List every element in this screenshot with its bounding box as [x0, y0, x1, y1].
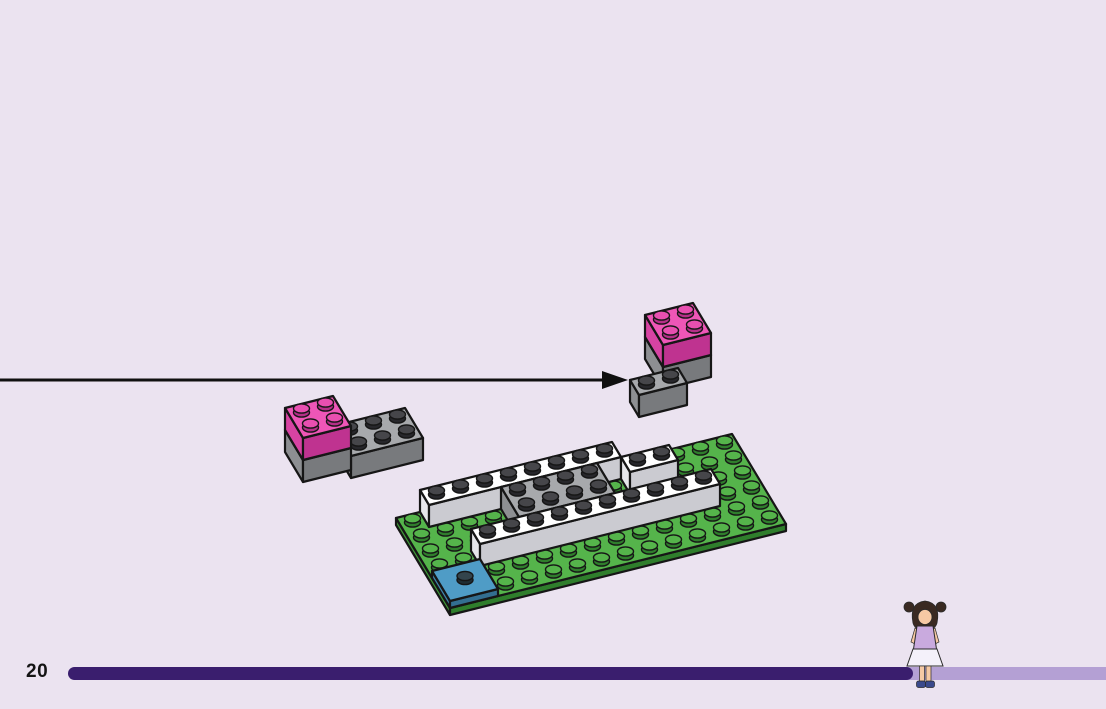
minifigure-face: [917, 609, 933, 625]
base-plate-assembly: [394, 432, 788, 617]
progress-bar-completed: [68, 667, 913, 680]
placement-sub-assembly: [628, 301, 713, 419]
minifigure-leg-left: [919, 665, 925, 683]
page-number: 20: [26, 661, 49, 682]
left-sub-assembly: [283, 394, 425, 484]
progress-bar-remaining: [895, 667, 1106, 680]
mini-doll-figure: [903, 600, 947, 688]
minifigure-fringe: [916, 603, 934, 613]
minifigure-leg-right: [925, 665, 932, 683]
minifigure-shoe-left: [916, 680, 926, 688]
placement-arrow: [0, 371, 628, 389]
minifigure-shoe-right: [925, 680, 935, 688]
minifigure-torso: [912, 625, 938, 650]
minifigure-skirt: [906, 648, 944, 667]
